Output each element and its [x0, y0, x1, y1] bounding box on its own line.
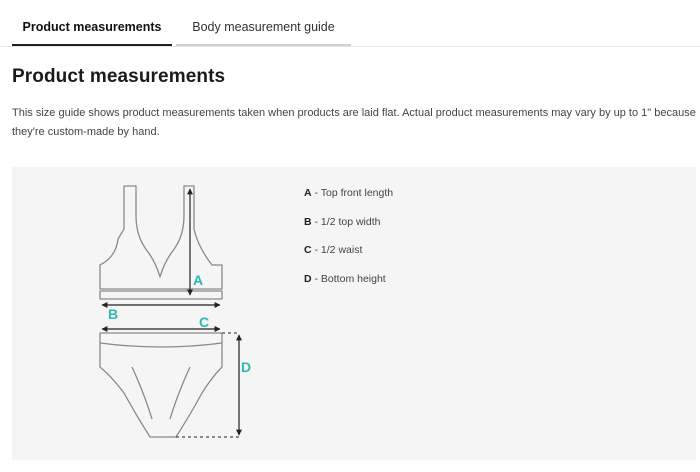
tab-product-measurements[interactable]: Product measurements	[12, 0, 172, 46]
legend-text: - Top front length	[311, 187, 394, 199]
tab-body-measurement-guide[interactable]: Body measurement guide	[176, 0, 351, 46]
bikini-top-outline	[99, 185, 223, 300]
bikini-diagram: A B C D	[99, 185, 251, 438]
bikini-bottom-outline	[99, 332, 223, 438]
measurement-d-label: D	[241, 359, 251, 375]
legend-text: - 1/2 top width	[311, 215, 381, 228]
legend-item-c: C - 1/2 waist	[304, 242, 393, 271]
measurement-b-label: B	[108, 306, 118, 322]
legend-key: A	[304, 187, 312, 199]
measurement-d-guides	[176, 332, 240, 438]
legend-key: D	[304, 272, 312, 285]
measurement-diagram-panel: A B C D A - Top front length B - 1/2 top…	[12, 167, 696, 460]
page-title: Product measurements	[12, 66, 226, 87]
legend-text: - 1/2 waist	[311, 244, 363, 256]
legend-text: - Bottom height	[311, 272, 386, 285]
tab-bar: Product measurements Body measurement gu…	[0, 0, 700, 47]
legend-key: B	[304, 215, 312, 228]
measurement-legend: A - Top front length B - 1/2 top width C…	[304, 185, 393, 299]
legend-key: C	[304, 244, 312, 256]
legend-item-b: B - 1/2 top width	[304, 214, 393, 243]
measurement-c-label: C	[199, 314, 209, 330]
legend-item-a: A - Top front length	[304, 185, 393, 214]
legend-item-d: D - Bottom height	[304, 271, 393, 300]
size-guide-description: This size guide shows product measuremen…	[12, 107, 696, 138]
measurement-a-label: A	[193, 272, 203, 288]
